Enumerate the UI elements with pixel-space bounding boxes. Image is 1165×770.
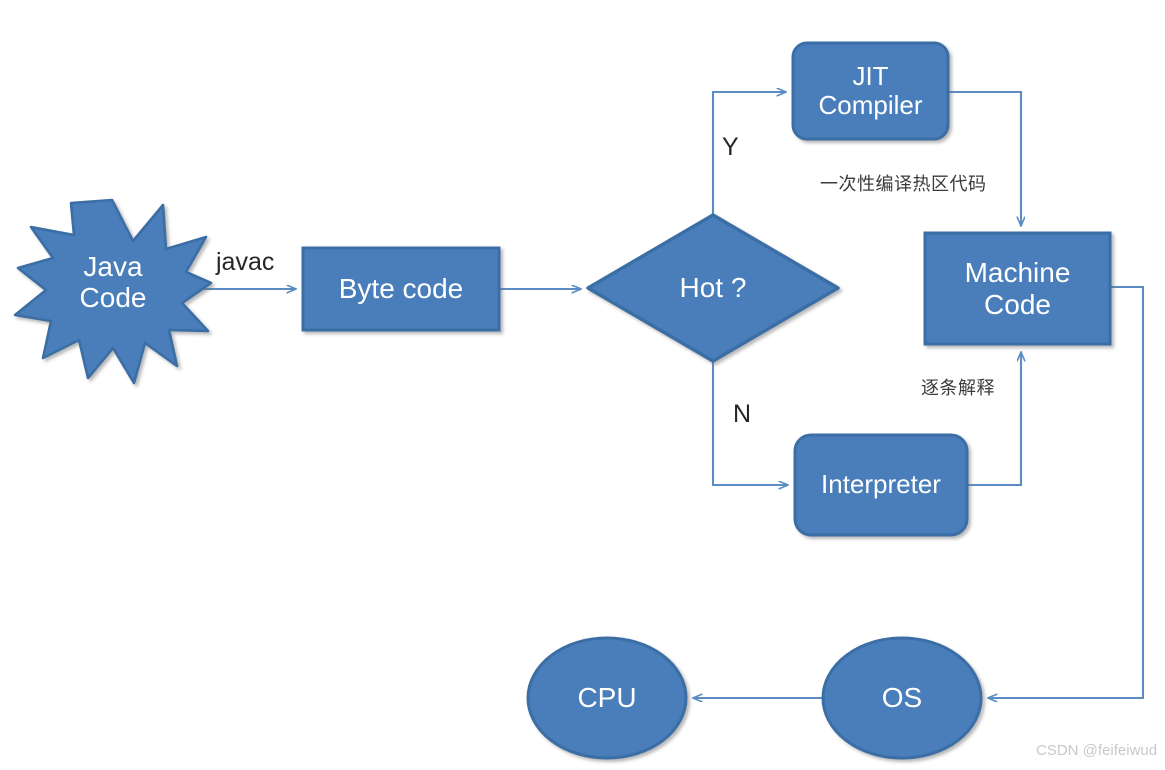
node-machine-code-shape[interactable]: [923, 231, 1112, 346]
edge-label-javac: javac: [216, 248, 275, 276]
edge-hot-no-to-interpreter: [711, 360, 788, 485]
edge-machinecode-to-os: [988, 285, 1145, 698]
edge-interpreter-to-machinecode: [967, 352, 1021, 487]
edge-hot-yes-to-jit: [711, 92, 786, 216]
node-cpu-shape[interactable]: [526, 636, 688, 760]
node-byte-code-shape[interactable]: [301, 246, 501, 332]
edge-label-interpreter-to-machine: 逐条解释: [921, 378, 995, 399]
node-interpreter-shape[interactable]: [793, 433, 969, 537]
node-java-code-shape[interactable]: [13, 198, 213, 385]
node-os-shape[interactable]: [821, 636, 983, 760]
edge-label-no: N: [733, 400, 752, 428]
node-jit-compiler-shape[interactable]: [791, 41, 950, 141]
edge-jit-to-machinecode: [948, 90, 1021, 226]
node-hot-shape[interactable]: [586, 213, 840, 363]
watermark-credit: CSDN @feifeiwud: [1036, 742, 1158, 759]
edge-label-jit-to-machine: 一次性编译热区代码: [820, 174, 987, 195]
edge-label-yes: Y: [722, 133, 739, 161]
